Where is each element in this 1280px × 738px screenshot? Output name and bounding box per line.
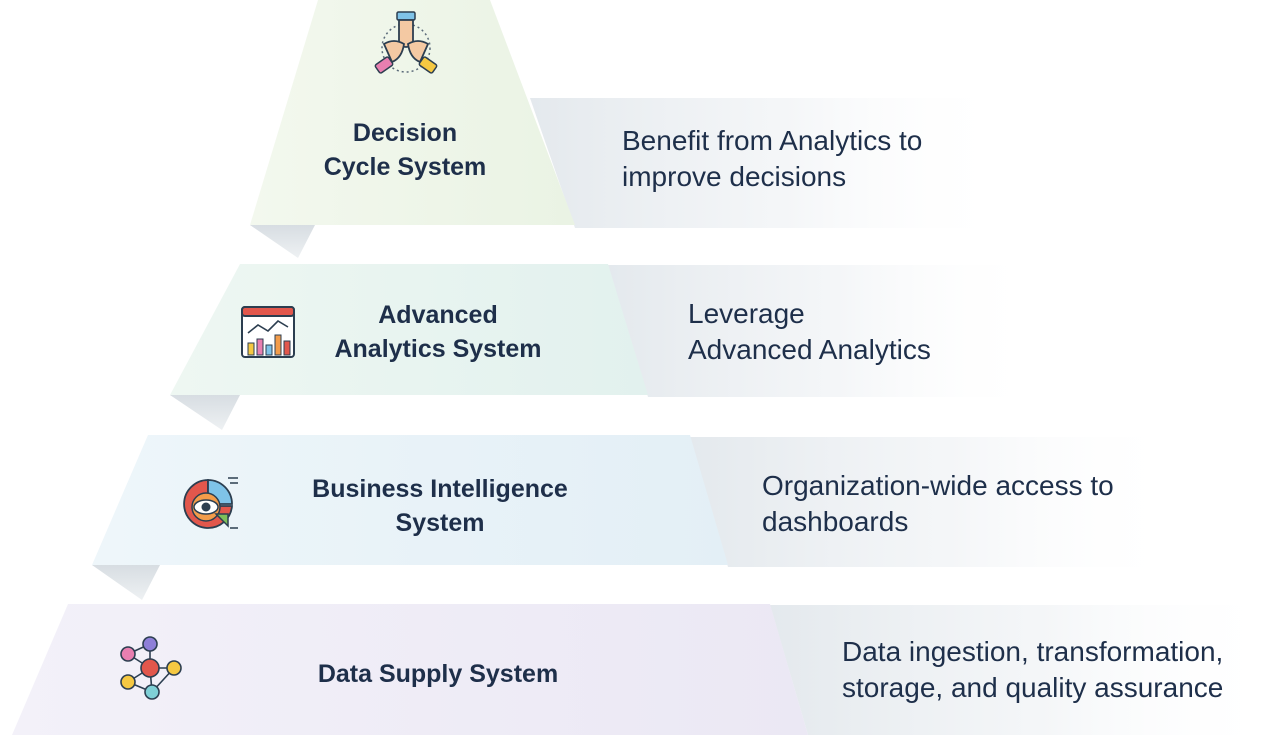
tier-desc-bi: Organization-wide access to dashboards — [762, 468, 1114, 540]
teamwork-hands-icon — [370, 10, 442, 80]
tier-band-advanced — [608, 265, 1040, 397]
tier-band-bi — [690, 437, 1180, 567]
tier-band-supply — [770, 605, 1280, 735]
tier-fold-bi — [92, 565, 160, 600]
tier-title-advanced-line2: Analytics System — [334, 335, 542, 363]
tier-shape-advanced — [170, 264, 648, 395]
tier-shape-decision — [250, 0, 575, 225]
tier-desc-supply-line1: Data ingestion, transformation, — [842, 636, 1224, 667]
tier-shape-bi — [92, 435, 728, 565]
tier-title-decision: Decision Cycle System — [290, 116, 520, 184]
tier-desc-advanced-line2: Advanced Analytics — [688, 334, 931, 365]
tier-shape-supply — [12, 604, 808, 735]
tier-band-decision — [530, 98, 1010, 228]
tier-title-decision-line2: Cycle System — [323, 153, 487, 181]
tier-fold-decision — [250, 225, 315, 258]
tier-title-bi: Business Intelligence System — [290, 472, 590, 540]
tier-title-bi-line1: Business Intelligence — [312, 475, 568, 503]
tier-title-supply-line1: Data Supply System — [317, 660, 559, 688]
tier-desc-advanced: Leverage Advanced Analytics — [688, 296, 931, 368]
tier-desc-supply: Data ingestion, transformation, storage,… — [842, 634, 1223, 706]
tier-desc-bi-line2: dashboards — [762, 506, 909, 537]
tier-desc-decision: Benefit from Analytics to improve decisi… — [622, 123, 922, 195]
tier-desc-supply-line2: storage, and quality assurance — [842, 672, 1224, 703]
tier-title-advanced: Advanced Analytics System — [300, 298, 576, 366]
tier-desc-advanced-line1: Leverage — [688, 298, 805, 329]
tier-fold-advanced — [170, 395, 240, 430]
tier-desc-decision-line1: Benefit from Analytics to — [622, 125, 923, 156]
tier-title-decision-line1: Decision — [352, 119, 458, 147]
tier-title-advanced-line1: Advanced — [378, 301, 498, 329]
tier-title-supply: Data Supply System — [280, 657, 596, 691]
eye-chart-icon — [178, 474, 240, 534]
tier-desc-decision-line2: improve decisions — [622, 161, 847, 192]
tier-desc-bi-line1: Organization-wide access to — [762, 470, 1114, 501]
tier-title-bi-line2: System — [395, 509, 485, 537]
analytics-dashboard-icon — [240, 305, 296, 359]
network-nodes-icon — [116, 634, 186, 704]
